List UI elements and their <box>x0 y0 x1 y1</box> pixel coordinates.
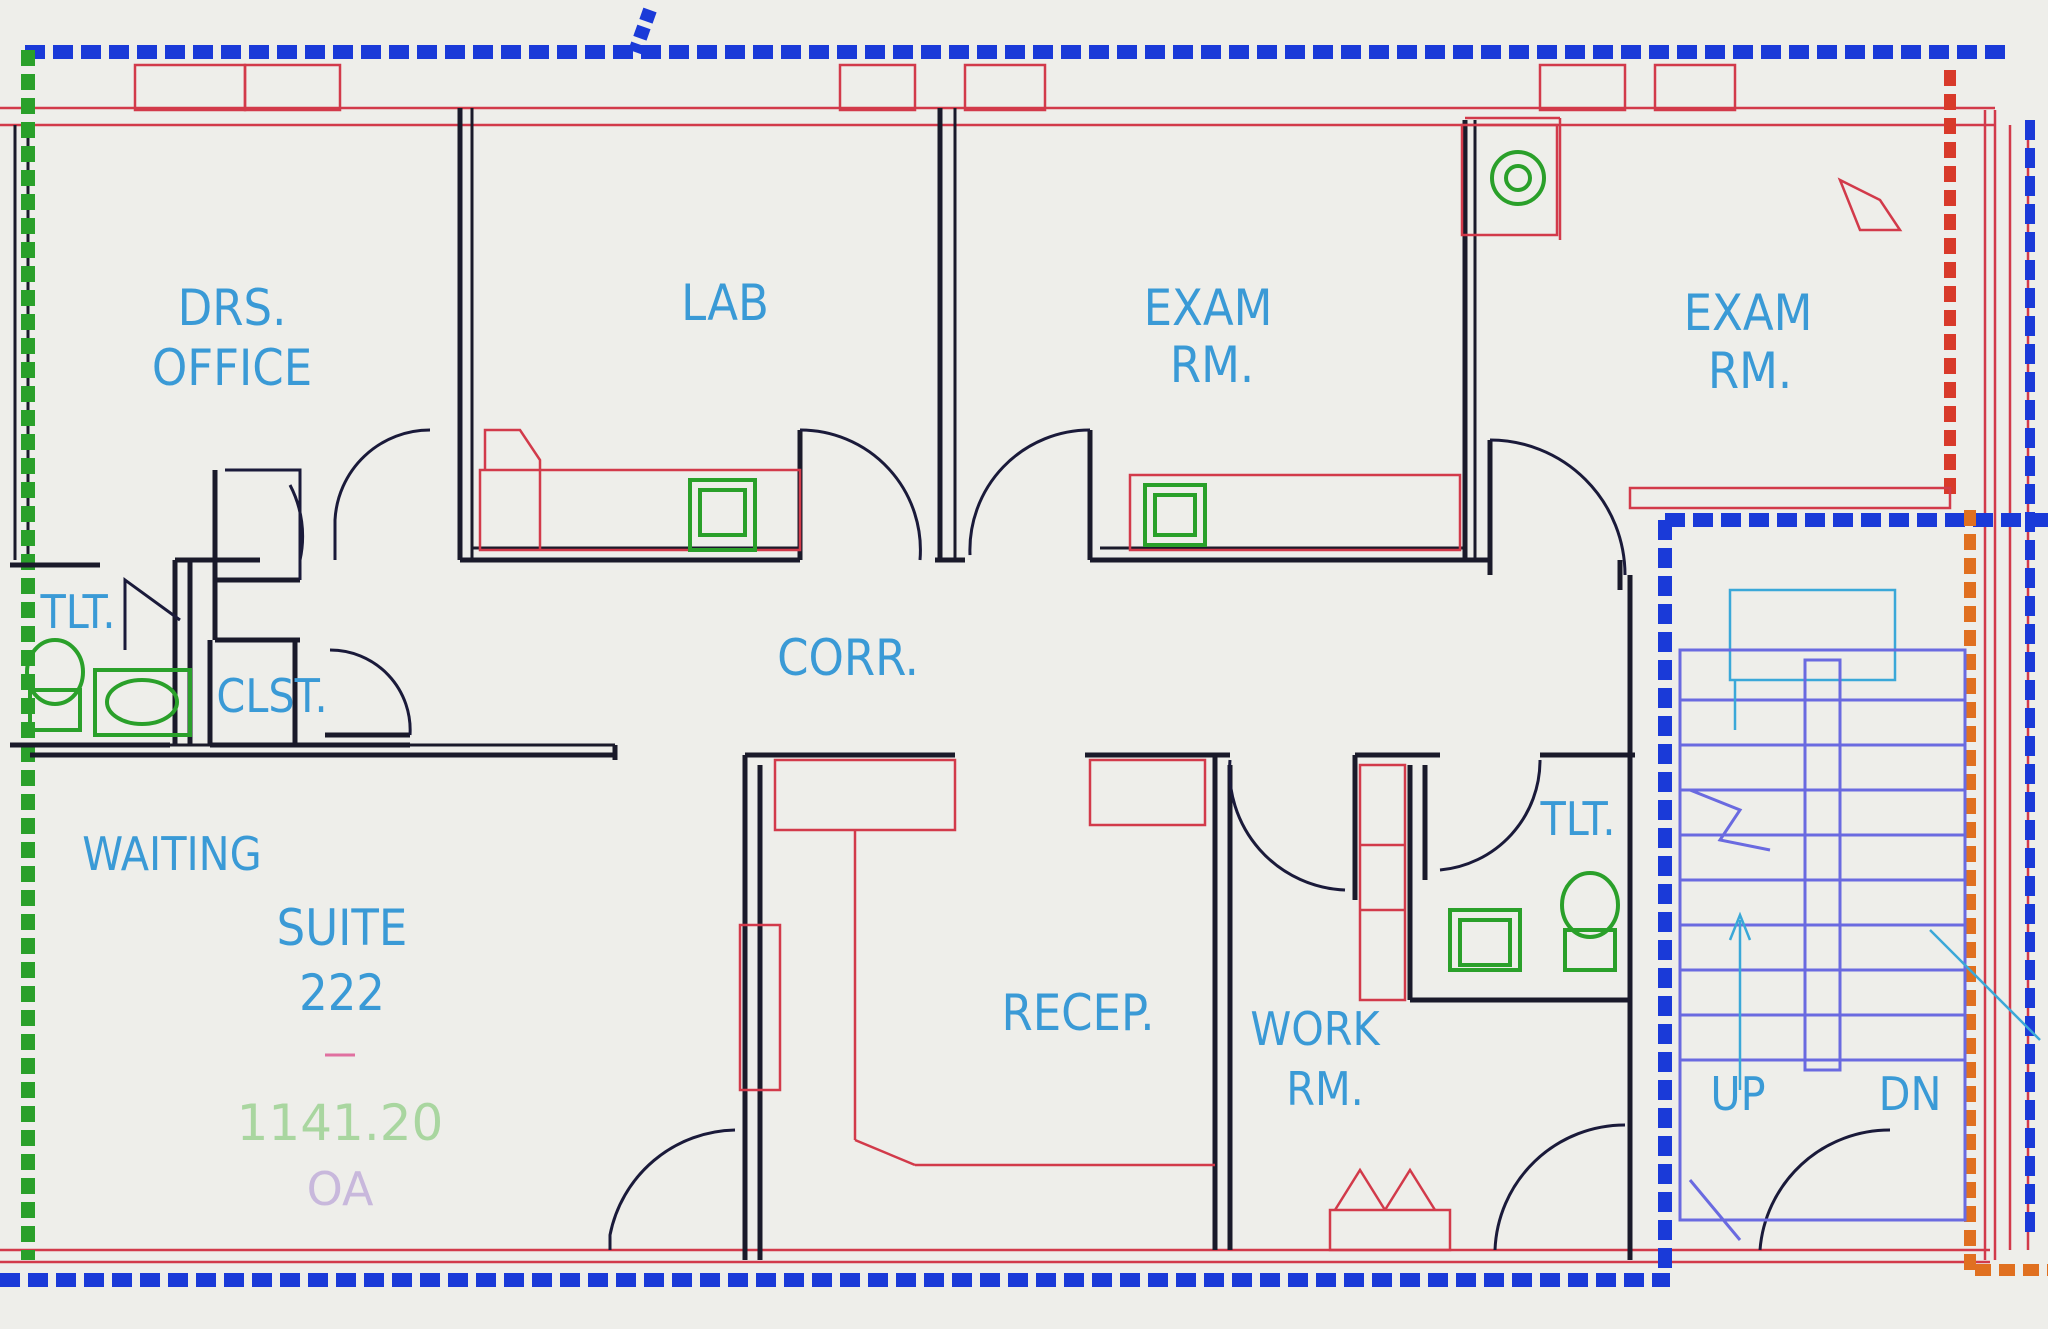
label-recep: RECEP. <box>1001 984 1154 1042</box>
label-corr: CORR. <box>777 629 919 687</box>
label-drs-office-line2: OFFICE <box>152 339 312 397</box>
label-exam-2-line2: RM. <box>1708 342 1792 400</box>
doors <box>123 428 1891 1251</box>
counters <box>478 116 1952 1252</box>
label-suite-line2: 222 <box>299 964 385 1022</box>
blue-dashed-boundary <box>0 7 2048 1287</box>
label-suite-line1: SUITE <box>277 899 408 957</box>
exterior-walls <box>0 63 2030 1264</box>
interior-walls <box>10 108 1635 1260</box>
label-tlt-1: TLT. <box>40 585 116 639</box>
label-waiting: WAITING <box>82 827 261 881</box>
orange-dashed-boundary <box>1944 70 2048 1276</box>
label-drs-office-line1: DRS. <box>178 279 287 337</box>
label-stair-dn: DN <box>1879 1067 1942 1121</box>
label-stair-up: UP <box>1710 1067 1765 1121</box>
label-tlt-2: TLT. <box>1540 792 1616 846</box>
label-exam-1-line1: EXAM <box>1144 279 1273 337</box>
room-labels: DRS. OFFICE LAB EXAM RM. EXAM RM. TLT. C… <box>40 274 1942 1216</box>
label-clst: CLST. <box>216 669 327 723</box>
label-exam-2-line1: EXAM <box>1684 284 1813 342</box>
suite-occupancy: OA <box>307 1162 374 1216</box>
label-lab: LAB <box>681 274 769 332</box>
label-work-rm-line1: WORK <box>1250 1002 1381 1056</box>
plumbing-fixtures <box>25 150 1620 972</box>
label-exam-1-line2: RM. <box>1170 336 1254 394</box>
label-work-rm-line2: RM. <box>1286 1062 1364 1116</box>
stairwell <box>1678 588 2041 1241</box>
suite-area: 1141.20 <box>237 1094 444 1152</box>
